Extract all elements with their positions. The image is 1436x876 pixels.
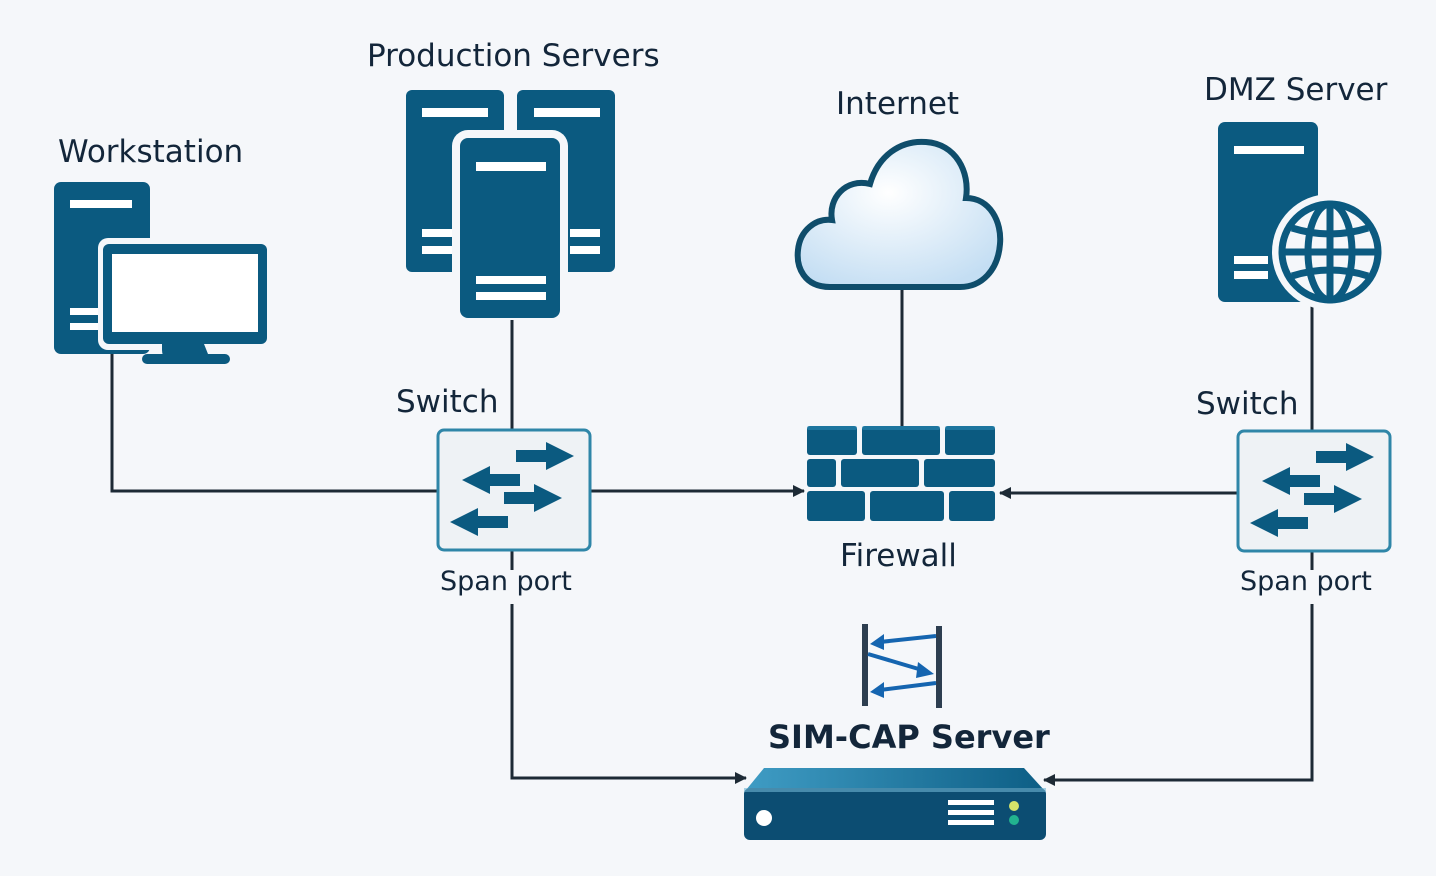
- firewall-label: Firewall: [840, 538, 957, 574]
- workstation-icon[interactable]: [50, 178, 272, 370]
- status-led-yellow: [1009, 801, 1019, 811]
- span-port-left-label: Span port: [440, 566, 572, 597]
- switch-left-icon[interactable]: [436, 428, 592, 552]
- workstation-label: Workstation: [58, 134, 244, 170]
- cloud-icon[interactable]: [790, 132, 1012, 298]
- firewall-icon[interactable]: [806, 424, 996, 522]
- switch-left-label: Switch: [396, 384, 499, 420]
- dmz-server-label: DMZ Server: [1204, 72, 1388, 108]
- switch-right-icon[interactable]: [1236, 429, 1392, 553]
- span-port-right-label: Span port: [1240, 566, 1372, 597]
- status-led-green: [1009, 815, 1019, 825]
- internet-label: Internet: [836, 86, 960, 122]
- production-servers-label: Production Servers: [367, 38, 660, 74]
- edge-workstation-switch-left: [110, 350, 438, 493]
- switch-right-label: Switch: [1196, 386, 1299, 422]
- server-stack-icon[interactable]: [400, 86, 622, 322]
- edge-switch-left-simcap: [510, 604, 747, 784]
- packet-exchange-icon: [862, 624, 942, 708]
- rack-server-icon[interactable]: [742, 764, 1048, 842]
- edge-switch-right-simcap: [1043, 604, 1314, 786]
- web-server-icon[interactable]: [1212, 118, 1392, 310]
- simcap-server-label: SIM-CAP Server: [768, 718, 1050, 756]
